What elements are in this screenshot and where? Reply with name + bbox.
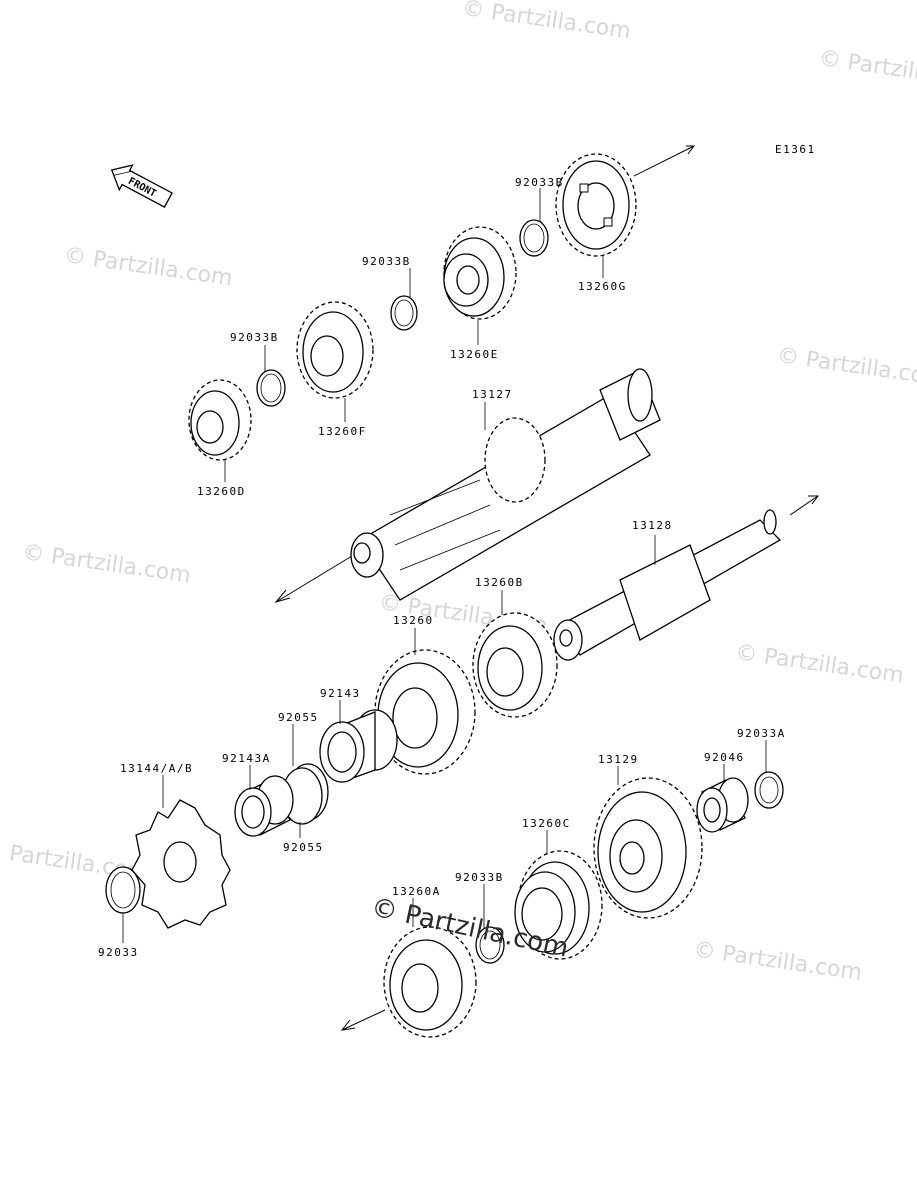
circlip-92033[interactable]	[105, 866, 141, 914]
output-shaft-13128[interactable]	[553, 509, 782, 661]
watermark: © Partzilla.com	[775, 343, 917, 391]
gear-13260e[interactable]	[443, 226, 517, 320]
watermark: © Partzilla.com	[461, 0, 633, 44]
label-13260b[interactable]: 13260B	[475, 576, 524, 589]
label-13129[interactable]: 13129	[598, 753, 639, 766]
watermark: © Partzilla.com	[21, 540, 193, 588]
collar-92143[interactable]	[319, 709, 398, 783]
input-shaft-13127[interactable]	[350, 368, 661, 601]
label-13127[interactable]: 13127	[472, 388, 513, 401]
gear-13129[interactable]	[593, 777, 703, 919]
watermark: © Partzilla.com	[62, 243, 234, 291]
circlip-92033b[interactable]	[256, 369, 286, 407]
label-92055[interactable]: 92055	[278, 711, 319, 724]
watermark: © Partzilla.com	[692, 937, 864, 985]
label-13260d[interactable]: 13260D	[197, 485, 246, 498]
label-13260g[interactable]: 13260G	[578, 280, 627, 293]
bushing-92143a[interactable]	[234, 775, 294, 837]
gear-13260a[interactable]	[383, 926, 477, 1038]
label-92033b[interactable]: 92033B	[455, 871, 504, 884]
label-13260a[interactable]: 13260A	[392, 885, 441, 898]
label-13260f[interactable]: 13260F	[318, 425, 367, 438]
gear-13260[interactable]	[374, 649, 476, 775]
axis-line	[633, 145, 695, 177]
axis-line	[789, 495, 819, 516]
label-92033b[interactable]: 92033B	[362, 255, 411, 268]
gear-13260d[interactable]	[188, 379, 252, 461]
label-92033b[interactable]: 92033B	[230, 331, 279, 344]
label-92033[interactable]: 92033	[98, 946, 139, 959]
needle-bearing-92046[interactable]	[696, 777, 749, 833]
gear-13260g[interactable]	[555, 153, 637, 257]
label-13144-a-b[interactable]: 13144/A/B	[120, 762, 193, 775]
label-92033a[interactable]: 92033A	[737, 727, 786, 740]
watermark: © Partzilla.com	[734, 640, 906, 688]
label-92143a[interactable]: 92143A	[222, 752, 271, 765]
label-13260e[interactable]: 13260E	[450, 348, 499, 361]
gear-13260b[interactable]	[472, 612, 558, 718]
label-13260[interactable]: 13260	[393, 614, 434, 627]
circlip-92033b[interactable]	[475, 926, 505, 964]
front-arrow-icon: FRONT	[110, 164, 173, 208]
watermark: © Partzilla.com	[817, 46, 917, 94]
label-13260c[interactable]: 13260C	[522, 817, 571, 830]
label-13128[interactable]: 13128	[632, 519, 673, 532]
diagram-code: E1361	[775, 143, 816, 156]
part-labels: 92033B 13260G 92033B 13260E 92033B 13260…	[98, 176, 786, 959]
label-92143[interactable]: 92143	[320, 687, 361, 700]
axis-line	[275, 555, 353, 603]
circlip-92033b[interactable]	[390, 295, 418, 331]
gear-13260f[interactable]	[296, 301, 374, 399]
label-92046[interactable]: 92046	[704, 751, 745, 764]
label-92033b[interactable]: 92033B	[515, 176, 564, 189]
circlip-92033b[interactable]	[519, 219, 549, 257]
sprocket-13144[interactable]	[131, 799, 231, 929]
axis-line	[341, 1009, 386, 1031]
leader-lines	[122, 188, 767, 943]
gear-13260c[interactable]	[514, 850, 603, 960]
label-92055[interactable]: 92055	[283, 841, 324, 854]
circlip-92033a[interactable]	[754, 771, 784, 809]
